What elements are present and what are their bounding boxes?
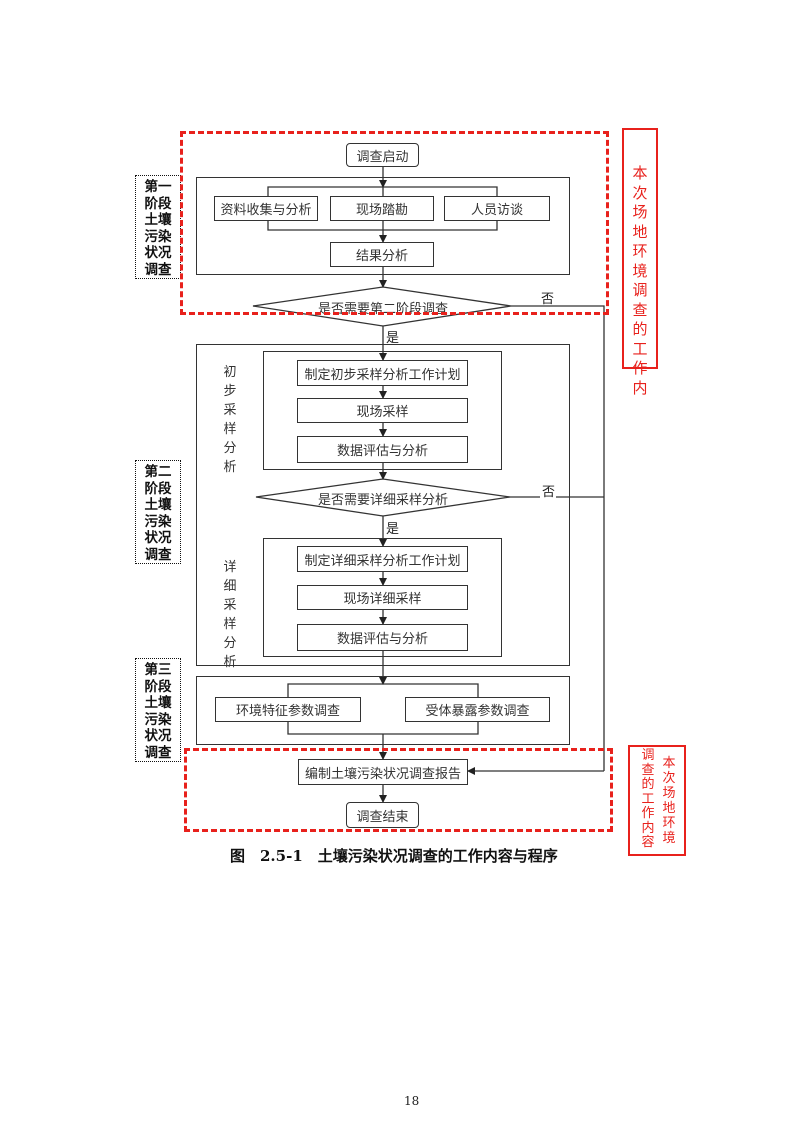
stage3-frame [196, 676, 570, 745]
data-collection-box: 资料收集与分析 [214, 196, 318, 221]
personnel-interview-box: 人员访谈 [444, 196, 550, 221]
figure-number: 图 2.5-1 [230, 847, 303, 865]
report-box: 编制土壤污染状况调查报告 [298, 759, 468, 785]
stage2-frame [196, 344, 570, 666]
detailed-plan-box: 制定详细采样分析工作计划 [297, 546, 468, 572]
decision1-no-label: 否 [541, 292, 555, 307]
stage3-label: 第三 阶段 土壤 污染 状况 调查 [135, 658, 181, 762]
detailed-site-sampling-box: 现场详细采样 [297, 585, 468, 610]
decision1-no-path [511, 305, 605, 771]
stage1-frame [196, 177, 570, 275]
receptor-exposure-box: 受体暴露参数调查 [405, 697, 550, 722]
decision2-no-label: 否 [542, 485, 556, 500]
site-reconnaissance-box: 现场踏勘 [330, 196, 434, 221]
stage3-bracket-top [287, 683, 479, 697]
stage2-label: 第二 阶段 土壤 污染 状况 调查 [135, 460, 181, 564]
detailed-sampling-label: 详 细 采 样 分 析 [223, 560, 237, 670]
scope-label-bottom-col1: 本 次 场 地 环 境 [662, 756, 676, 846]
decision2-yes-label: 是 [386, 522, 400, 537]
end-node: 调查结束 [346, 802, 419, 828]
detailed-evaluation-box: 数据评估与分析 [297, 624, 468, 651]
scope-label-bottom: 本 次 场 地 环 境 调 查 的 工 作 内 容 [628, 745, 686, 856]
initial-sampling-label: 初 步 采 样 分 析 [223, 365, 237, 475]
start-node: 调查启动 [346, 143, 419, 167]
result-analysis-box: 结果分析 [330, 242, 434, 267]
stage1-label: 第一 阶段 土壤 污染 状况 调查 [135, 175, 181, 279]
initial-sampling-frame [263, 351, 502, 470]
initial-evaluation-box: 数据评估与分析 [297, 436, 468, 463]
figure-caption: 图 2.5-1 土壤污染状况调查的工作内容与程序 [230, 845, 558, 866]
scope-label-top: 本 次 场 地 环 境 调 查 的 工 作 内 [622, 128, 658, 397]
figure-title: 土壤污染状况调查的工作内容与程序 [317, 847, 558, 865]
decision1-yes-label: 是 [386, 331, 400, 346]
scope-label-bottom-col2: 调 查 的 工 作 内 容 [641, 748, 655, 850]
initial-plan-box: 制定初步采样分析工作计划 [297, 360, 468, 386]
environment-params-box: 环境特征参数调查 [215, 697, 361, 722]
decision2-text: 是否需要详细采样分析 [317, 493, 448, 508]
page-number: 18 [404, 1094, 420, 1108]
decision1-text: 是否需要第二阶段调查 [317, 302, 448, 317]
detailed-sampling-frame [263, 538, 502, 657]
site-sampling-box: 现场采样 [297, 398, 468, 423]
